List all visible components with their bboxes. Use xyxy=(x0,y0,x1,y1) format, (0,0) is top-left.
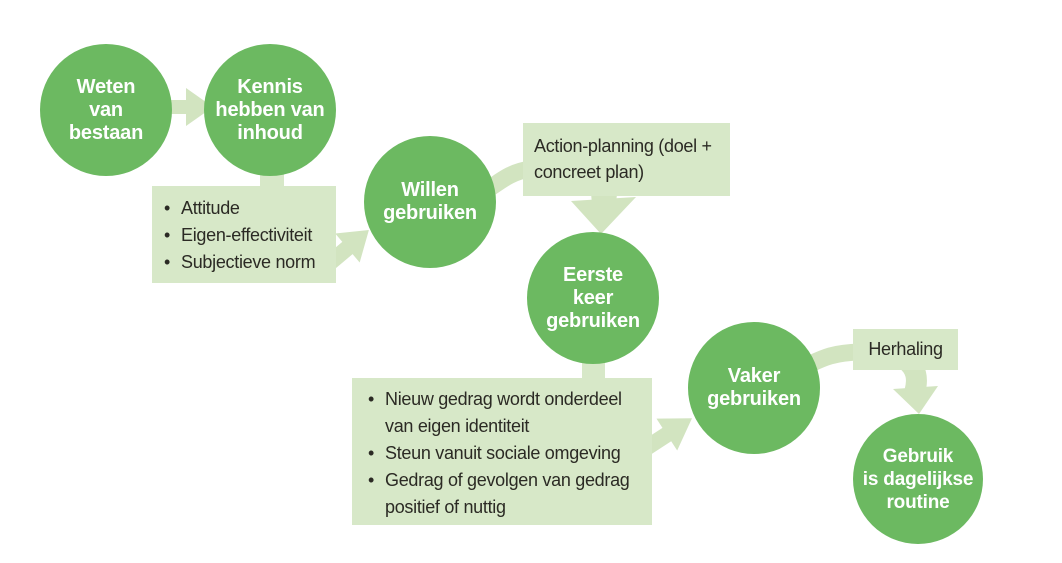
bullet-icon: • xyxy=(164,252,171,272)
list-item: • Nieuw gedrag wordt onderdeel van eigen… xyxy=(368,386,648,440)
node-kennis-hebben-van-inhoud: Kennis hebben van inhoud xyxy=(204,44,336,176)
list-item-label: Nieuw gedrag wordt onderdeel van eigen i… xyxy=(385,389,622,436)
arrow-down-head-icon xyxy=(893,386,938,414)
box-action-planning: Action-planning (doel + concreet plan) xyxy=(523,123,730,196)
node-weten-van-bestaan: Weten van bestaan xyxy=(40,44,172,176)
list-item-label: Eigen-effectiviteit xyxy=(181,225,313,245)
node-label: Eerste keer gebruiken xyxy=(546,263,640,332)
list-item: • Steun vanuit sociale omgeving xyxy=(368,440,648,467)
bullet-icon: • xyxy=(368,443,375,463)
node-label: Gebruik is dagelijkse routine xyxy=(862,445,974,513)
node-label: Weten van bestaan xyxy=(68,75,144,144)
node-label: Vaker gebruiken xyxy=(707,365,801,410)
bullet-icon: • xyxy=(164,198,171,218)
node-vaker-gebruiken: Vaker gebruiken xyxy=(688,322,820,454)
bullet-icon: • xyxy=(368,470,375,490)
box-label: Herhaling xyxy=(868,339,943,359)
list-item: • Subjectieve norm xyxy=(164,249,332,276)
arrow-down-head-icon xyxy=(571,197,636,234)
bullet-icon: • xyxy=(164,225,171,245)
node-eerste-keer-gebruiken: Eerste keer gebruiken xyxy=(527,232,659,364)
bullet-icon: • xyxy=(368,389,375,409)
node-label: Willen gebruiken xyxy=(383,179,477,224)
list-item: • Gedrag of gevolgen van gedrag positief… xyxy=(368,467,648,521)
box-determinanten: • Attitude • Eigen-effectiviteit • Subje… xyxy=(152,186,336,283)
box-verankering: • Nieuw gedrag wordt onderdeel van eigen… xyxy=(352,378,652,525)
node-label: Kennis hebben van inhoud xyxy=(215,75,325,144)
node-willen-gebruiken: Willen gebruiken xyxy=(364,136,496,268)
bullet-list: • Nieuw gedrag wordt onderdeel van eigen… xyxy=(368,386,648,521)
list-item: • Attitude xyxy=(164,195,332,222)
bullet-list: • Attitude • Eigen-effectiviteit • Subje… xyxy=(164,195,332,276)
list-item-label: Steun vanuit sociale omgeving xyxy=(385,443,621,463)
list-item-label: Attitude xyxy=(181,198,240,218)
box-label: Action-planning (doel + concreet plan) xyxy=(534,136,712,182)
list-item: • Eigen-effectiviteit xyxy=(164,222,332,249)
node-gebruik-dagelijkse-routine: Gebruik is dagelijkse routine xyxy=(853,414,983,544)
list-item-label: Subjectieve norm xyxy=(181,252,316,272)
list-item-label: Gedrag of gevolgen van gedrag positief o… xyxy=(385,470,630,517)
box-herhaling: Herhaling xyxy=(853,329,958,370)
arrow-right-icon xyxy=(166,88,213,126)
